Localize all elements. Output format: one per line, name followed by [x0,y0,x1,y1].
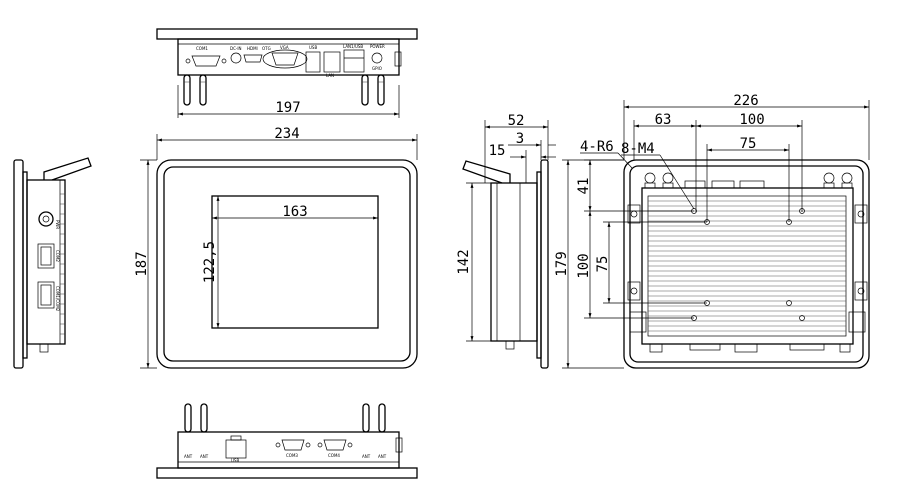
dim-front-width: 234 [274,126,299,142]
dim-rear-100-v: 100 [576,253,592,278]
rear-view: 226 63 100 75 4-R6 8-M4 41 100 7 [554,93,870,369]
port-label: POWER [370,44,385,49]
bottom-view: ANT ANT USB COM3 COM4 ANT ANT [156,403,418,479]
dim-rear-75-v: 75 [595,256,611,273]
dim-rear-height: 179 [554,251,570,276]
port-label: DC-IN [230,46,242,51]
port-label: ANT [200,454,209,459]
top-view: COM1 DC-IN HDMI OTG VGA USB LAN LAN1/USB… [156,28,418,118]
dim-rear-41: 41 [576,178,592,195]
dim-screen-height: 122,5 [202,241,218,283]
dim-screen-width: 163 [282,204,307,220]
port-label: ANT [184,454,193,459]
dim-front-height: 187 [134,251,150,276]
dim-side-height: 142 [456,249,472,274]
port-label: HDMI [247,46,258,51]
dim-side-15: 15 [489,143,506,159]
port-label: COM1 [196,46,208,51]
dim-rear-100-h: 100 [739,112,764,128]
left-side-view: PWR COM2 COM1/COM2 [13,157,92,369]
dim-side-depth: 52 [508,113,525,129]
dim-rear-63: 63 [655,112,672,128]
port-label: LAN [326,73,334,78]
dim-rear-75-h: 75 [740,136,757,152]
callout-8-m4: 8-M4 [621,141,655,157]
port-label: USB [309,45,317,50]
port-label: COM1/COM2 [55,286,60,312]
port-label: USB [231,458,239,463]
port-label: GPIO [372,66,382,71]
port-label: ANT [378,454,387,459]
port-label: OTG [262,46,271,51]
port-label: ANT [362,454,371,459]
dim-top-width: 197 [275,100,300,116]
callout-4-r6: 4-R6 [580,139,614,155]
port-label: COM4 [328,453,340,458]
port-label: LAN1/USB [343,44,363,49]
port-label: VGA [280,45,289,50]
front-view: 234 163 122,5 187 [134,126,418,369]
port-label: PWR [55,220,60,229]
dim-side-3: 3 [516,131,524,147]
right-side-view: 52 3 15 142 [456,113,556,369]
port-label: COM3 [286,453,298,458]
port-label: COM2 [55,250,60,262]
dim-rear-width: 226 [733,93,758,109]
